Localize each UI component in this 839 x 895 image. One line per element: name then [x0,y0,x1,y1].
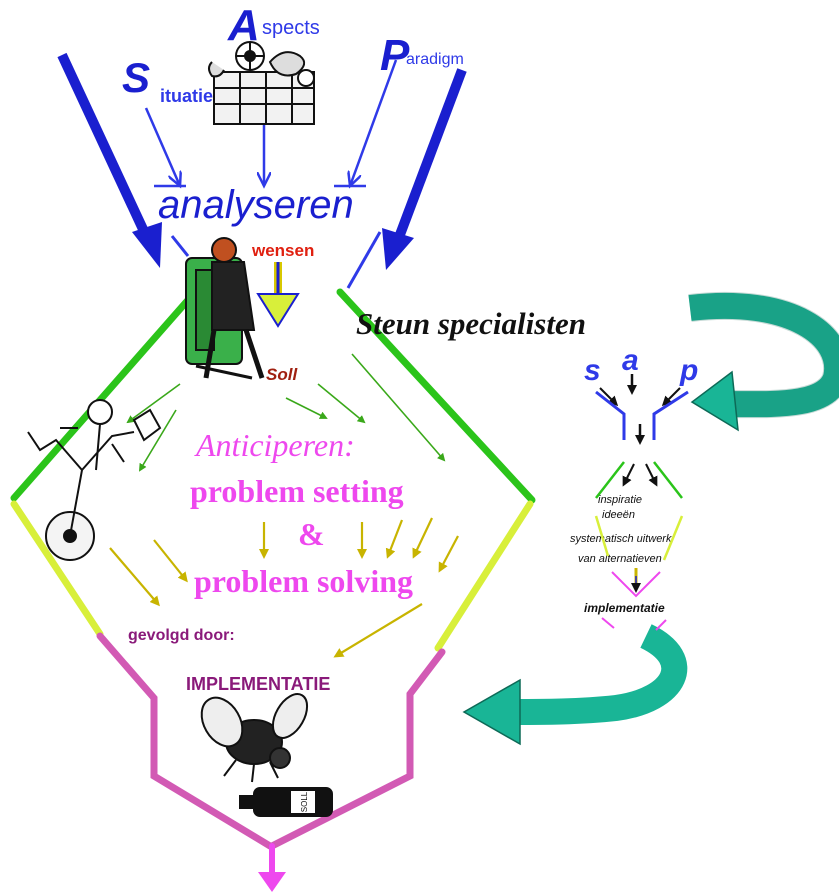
mini-a-label: a [622,344,639,377]
mini-alternatieven-label: van alternatieven [578,553,662,565]
fly-clipart-icon [200,693,309,783]
yellow-flow-arrows [109,517,459,658]
wensen-label: wensen [251,241,314,260]
mini-p-label: p [679,354,698,387]
aspects-label: spects [262,17,320,39]
top-labels: A spects S ituatie P aradigm [122,1,464,106]
situatie-initial: S [122,54,150,101]
wensen-down-arrow [256,262,300,328]
paradigm-label: aradigm [406,51,464,68]
ampersand-label: & [298,516,325,552]
right-big-arrowhead [382,228,414,270]
green-flow-arrows [126,353,446,472]
mini-inspiratie-label: inspiratie [598,494,642,506]
aspects-clipart-icon [208,41,315,125]
mini-ideeen-label: ideeën [602,509,635,521]
funnel-outline [10,288,536,892]
teal-curved-arrow-bottom [462,624,688,746]
problem-solving-label: problem solving [194,563,413,599]
analyseren-label: analyseren [158,183,354,227]
steun-specialisten-label: Steun specialisten [356,306,586,341]
soll-label: Soll [266,365,298,384]
problem-setting-label: problem setting [190,473,404,509]
implementatie-label: IMPLEMENTATIE [186,674,330,694]
mini-implementatie-label: implementatie [584,601,665,615]
left-big-arrowhead [132,222,162,268]
paradigm-initial: P [380,31,410,80]
mini-s-label: s [584,354,601,387]
bottle-label: SOLL [300,791,309,812]
teal-curved-arrow-top [688,291,839,432]
anticiperen-label: Anticiperen: [194,427,355,463]
bottle-clipart-icon: SOLL [239,787,333,817]
mini-systematisch-label: systematisch uitwerk [570,533,672,545]
person-clipart-icon [185,237,265,380]
mini-funnel-diagram: s a p inspiratie ideeën systematisch uit… [570,344,698,631]
situatie-label: ituatie [160,86,213,106]
gevolgd-door-label: gevolgd door: [128,627,235,644]
top-input-arrows [57,52,467,289]
unicyclist-clipart-icon [27,399,162,561]
